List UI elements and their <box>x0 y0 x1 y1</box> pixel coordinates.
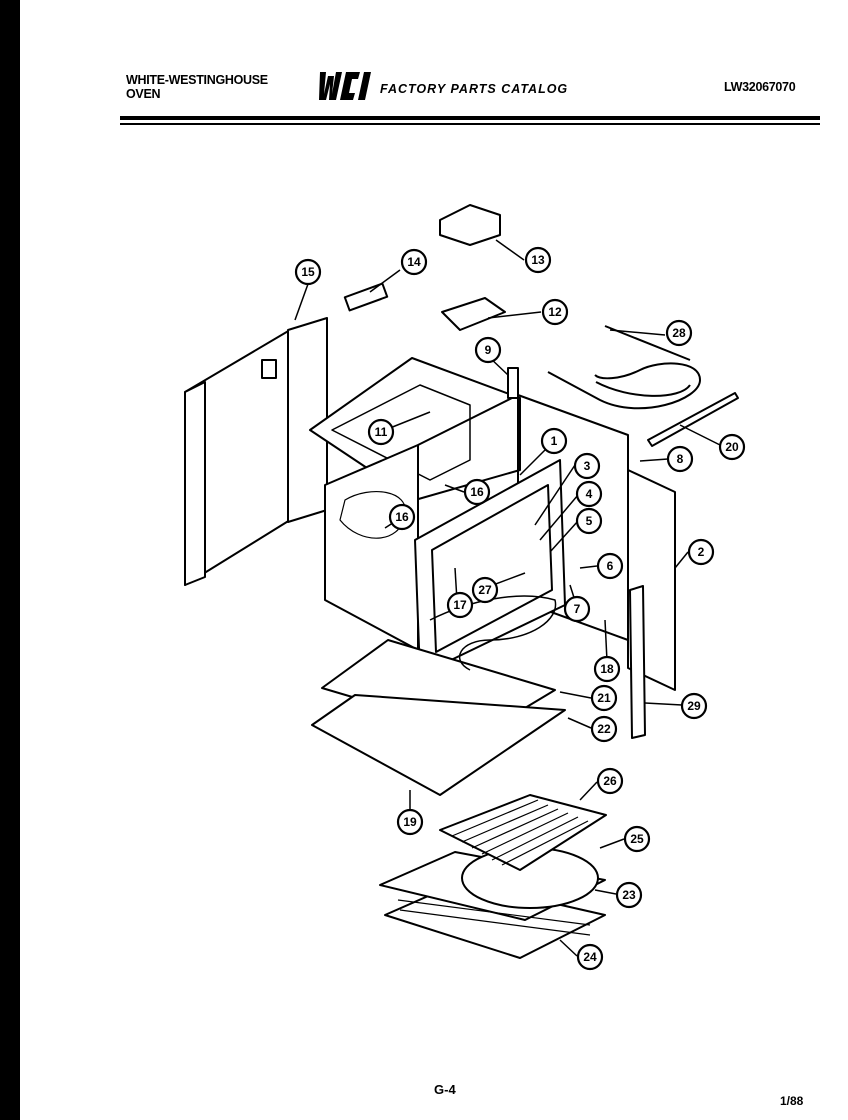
callout-circle <box>367 418 395 446</box>
callout-circle <box>666 445 694 473</box>
wci-logo <box>319 72 371 100</box>
catalog-title: FACTORY PARTS CATALOG <box>380 82 569 96</box>
brand-block: WHITE-WESTINGHOUSE OVEN <box>126 73 268 101</box>
callout-17: 17 <box>453 598 467 612</box>
revision-date: 1/88 <box>780 1094 804 1108</box>
model-number: LW32067070 <box>724 80 796 94</box>
callout-22: 22 <box>597 722 611 736</box>
page-number: G-4 <box>434 1082 456 1097</box>
brand-name: WHITE-WESTINGHOUSE <box>126 73 268 87</box>
callout-15: 15 <box>301 265 315 279</box>
bottom-panel-22 <box>311 694 566 796</box>
broil-grid-26 <box>439 794 607 871</box>
callout-circle <box>388 503 416 531</box>
callout-circle <box>687 538 715 566</box>
callout-circle <box>615 881 643 909</box>
callout-circle <box>590 715 618 743</box>
callout-4: 4 <box>586 487 593 501</box>
callout-circle <box>563 595 591 623</box>
callout-circle <box>573 452 601 480</box>
callout-circle <box>576 943 604 971</box>
callout-16a: 16 <box>470 485 484 499</box>
callout-6: 6 <box>607 559 614 573</box>
callout-circle <box>540 427 568 455</box>
callout-circle <box>590 684 618 712</box>
callout-8: 8 <box>677 452 684 466</box>
callout-circle <box>294 258 322 286</box>
callout-23: 23 <box>622 888 636 902</box>
callout-2: 2 <box>698 545 705 559</box>
broil-element <box>547 362 701 410</box>
callout-26: 26 <box>603 774 617 788</box>
callout-circle <box>463 478 491 506</box>
callout-16b: 16 <box>395 510 409 524</box>
callout-circle <box>396 808 424 836</box>
callout-circle <box>541 298 569 326</box>
callout-circle <box>593 655 621 683</box>
callout-circle <box>524 246 552 274</box>
callout-21: 21 <box>597 691 611 705</box>
scan-edge-bar <box>0 0 20 1120</box>
callout-1: 1 <box>551 434 558 448</box>
header-rule <box>120 116 820 120</box>
callout-19: 19 <box>403 815 417 829</box>
callout-20: 20 <box>725 440 739 454</box>
callout-9: 9 <box>485 343 492 357</box>
callout-28: 28 <box>672 326 686 340</box>
callout-12: 12 <box>548 305 562 319</box>
callout-circle <box>665 319 693 347</box>
callout-11: 11 <box>375 425 388 439</box>
callout-13: 13 <box>531 253 545 267</box>
header-rule-thin <box>120 123 820 125</box>
callout-14: 14 <box>407 255 421 269</box>
callout-circle <box>575 507 603 535</box>
callout-circle <box>596 552 624 580</box>
callout-25: 25 <box>630 832 644 846</box>
trim-strip <box>629 585 646 739</box>
appliance-type: OVEN <box>126 87 161 101</box>
callout-circle <box>680 692 708 720</box>
terminal-block-13 <box>439 204 501 246</box>
callout-24: 24 <box>583 950 597 964</box>
callout-27: 27 <box>478 583 492 597</box>
oven-cavity <box>324 444 419 651</box>
callout-circle <box>446 591 474 619</box>
callout-7: 7 <box>574 602 581 616</box>
callout-circle <box>474 336 502 364</box>
front-frame-strip <box>287 317 328 523</box>
callout-18: 18 <box>600 662 614 676</box>
callout-5: 5 <box>586 514 593 528</box>
callout-29: 29 <box>687 699 701 713</box>
callout-3: 3 <box>584 459 591 473</box>
callout-circle <box>471 576 499 604</box>
callout-circle <box>400 248 428 276</box>
callout-circle <box>596 767 624 795</box>
callout-circle <box>575 480 603 508</box>
callout-circle <box>623 825 651 853</box>
callout-circle <box>718 433 746 461</box>
